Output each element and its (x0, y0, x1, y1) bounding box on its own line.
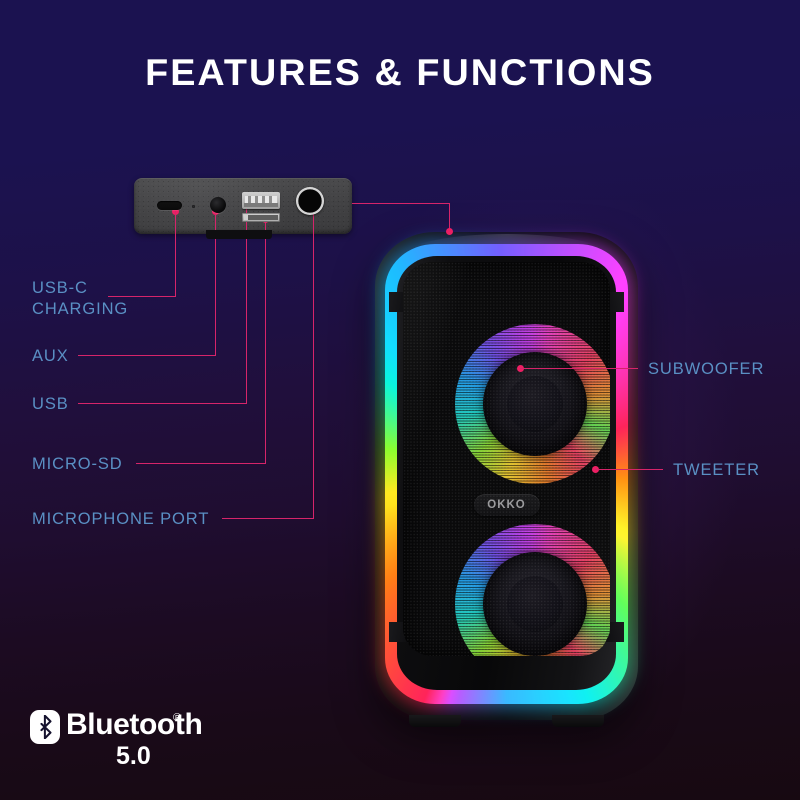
speaker-foot-left (409, 715, 461, 727)
bluetooth-badge: Bluetooth ® 5.0 (30, 706, 210, 772)
usb-c-port-icon (157, 201, 182, 210)
registered-trademark-icon: ® (173, 712, 182, 724)
leader-subwoofer-h (520, 368, 638, 370)
label-micro-sd: MICRO-SD (32, 455, 123, 473)
speaker-product-image: OKKO (375, 232, 638, 727)
leader-dot-speaker-top (446, 228, 453, 235)
leader-usb-v (246, 199, 248, 404)
label-subwoofer: SUBWOOFER (648, 360, 765, 378)
usb-a-port-icon (242, 192, 280, 209)
brand-badge: OKKO (473, 494, 540, 516)
port-panel (134, 178, 352, 239)
leader-aux-h (78, 355, 216, 357)
page-title: FEATURES & FUNCTIONS (145, 52, 655, 93)
leader-tweeter-h (595, 469, 663, 471)
leader-micro-sd-h (136, 463, 266, 465)
speaker-foot-right (552, 715, 604, 727)
speaker-grille: OKKO (403, 262, 610, 656)
label-tweeter: TWEETER (673, 461, 760, 479)
subwoofer-driver (455, 324, 610, 484)
micro-sd-slot-icon (242, 213, 280, 222)
speaker-body: OKKO (375, 232, 638, 727)
grille-sheen (403, 262, 610, 656)
leader-usb-c-v (175, 211, 177, 297)
leader-microphone-v (313, 207, 315, 519)
leader-panel-to-speaker-h (352, 203, 450, 205)
bluetooth-version: 5.0 (116, 742, 151, 770)
leader-aux-v (215, 211, 217, 356)
microphone-jack-icon (296, 187, 324, 215)
label-microphone-port: MICROPHONE PORT (32, 510, 210, 528)
leader-microphone-h (222, 518, 314, 520)
led-indicator-icon (192, 205, 195, 208)
label-aux: AUX (32, 347, 69, 365)
leader-micro-sd-v (265, 219, 267, 464)
tweeter-driver (455, 524, 610, 656)
aux-jack-icon (210, 197, 226, 213)
leader-usb-c-h (108, 296, 176, 298)
leader-panel-to-speaker-v (449, 203, 451, 231)
panel-base-strip (206, 230, 272, 239)
bluetooth-wordmark: Bluetooth (66, 708, 203, 741)
label-usb-c-charging: USB-C CHARGING (32, 279, 129, 319)
bluetooth-icon (30, 710, 60, 744)
leader-usb-h (78, 403, 247, 405)
label-usb: USB (32, 395, 69, 413)
